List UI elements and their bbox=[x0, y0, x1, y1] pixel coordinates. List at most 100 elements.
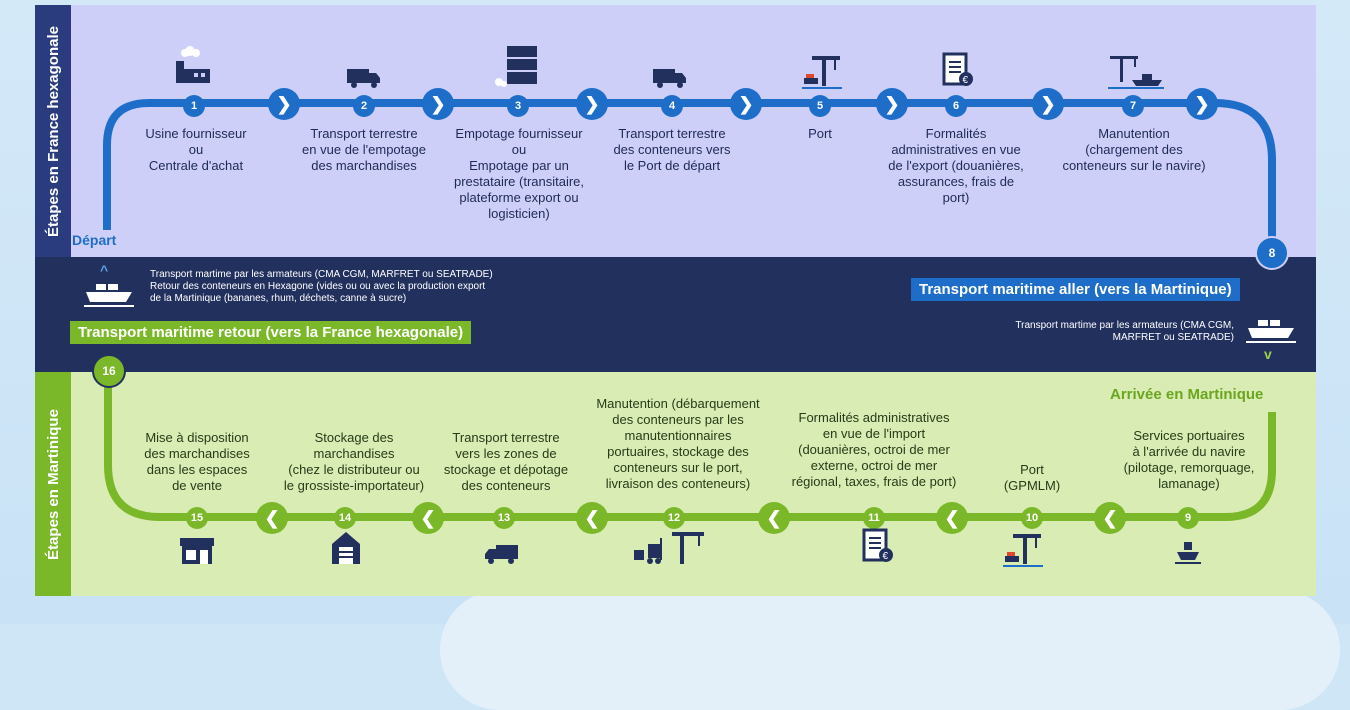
chevron-right-icon: ❯ bbox=[576, 88, 608, 120]
step-text-line: de l'export (douanières, bbox=[888, 158, 1024, 173]
step-text-line: assurances, frais de bbox=[897, 174, 1015, 189]
step-text-line: Centrale d'achat bbox=[148, 158, 244, 173]
maritime-band bbox=[35, 257, 1316, 372]
step-text-line: des conteneurs par les bbox=[612, 412, 744, 427]
step-12-number: 12 bbox=[663, 507, 685, 529]
retour-banner: Transport maritime retour (vers la Franc… bbox=[70, 321, 472, 344]
step-text-line: marchandises bbox=[313, 446, 395, 461]
port-crane-icon bbox=[802, 56, 842, 89]
factory-icon bbox=[176, 46, 210, 83]
step-12-text: Manutention (débarquement des conteneurs… bbox=[590, 396, 766, 492]
martinique-side-tab: Étapes en Martinique bbox=[35, 372, 71, 596]
truck-icon bbox=[485, 545, 518, 564]
chevron-down-icon: v bbox=[1264, 346, 1272, 362]
step-5-text: Port bbox=[780, 126, 860, 142]
step-text-line: des marchandises bbox=[144, 446, 250, 461]
step-text-line: administratives en vue bbox=[891, 142, 1021, 157]
step-text-line: prestataire (transitaire, bbox=[453, 174, 585, 189]
step-text-line: Port bbox=[1020, 462, 1044, 477]
step-4-text: Transport terrestre des conteneurs vers … bbox=[602, 126, 742, 174]
step-text-line: en vue de l'import bbox=[822, 426, 926, 441]
chevron-left-icon: ❮ bbox=[758, 502, 790, 534]
chevron-left-icon: ❮ bbox=[1094, 502, 1126, 534]
step-9-number: 9 bbox=[1177, 507, 1199, 529]
step-11-number: 11 bbox=[863, 507, 885, 529]
retour-line: Retour des conteneurs en Hexagone (vides… bbox=[150, 281, 486, 292]
step-5-number: 5 bbox=[809, 95, 831, 117]
aller-description: Transport martime par les armateurs (CMA… bbox=[988, 320, 1234, 344]
step-15-number: 15 bbox=[186, 507, 208, 529]
step-text-line: (pilotage, remorquage, bbox=[1123, 460, 1255, 475]
container-stack-icon bbox=[495, 46, 537, 87]
chevron-left-icon: ❮ bbox=[576, 502, 608, 534]
step-1-text: Usine fournisseur ou Centrale d'achat bbox=[136, 126, 256, 174]
step-text-line: vers les zones de bbox=[455, 446, 557, 461]
step-3-number: 3 bbox=[507, 95, 529, 117]
step-14-number: 14 bbox=[334, 507, 356, 529]
truck-icon bbox=[347, 69, 380, 88]
step-text-line: livraison des conteneurs) bbox=[605, 476, 751, 491]
step-4-number: 4 bbox=[661, 95, 683, 117]
chevron-left-icon: ❮ bbox=[256, 502, 288, 534]
step-text-line: (douanières, octroi de mer bbox=[798, 442, 950, 457]
step-13-number: 13 bbox=[493, 507, 515, 529]
forklift-crane-icon bbox=[634, 532, 704, 564]
step-text-line: port) bbox=[942, 190, 970, 205]
svg-text:€: € bbox=[883, 551, 889, 562]
step-text-line: stockage et dépotage bbox=[443, 462, 569, 477]
step-text-line: (chargement des bbox=[1085, 142, 1183, 157]
step-text-line: externe, octroi de mer bbox=[810, 458, 938, 473]
france-band bbox=[35, 5, 1316, 257]
step-text-line: lamanage) bbox=[1158, 476, 1220, 491]
step-7-number: 7 bbox=[1122, 95, 1144, 117]
step-text-line: régional, taxes, frais de port) bbox=[791, 474, 957, 489]
step-text-line: Usine fournisseur bbox=[145, 126, 247, 141]
retour-description: Transport martime par les armateurs (CMA… bbox=[150, 269, 493, 305]
step-11-text: Formalités administratives en vue de l'i… bbox=[784, 410, 964, 490]
ship-icon bbox=[1246, 320, 1296, 343]
ship-icon bbox=[1175, 542, 1201, 564]
martinique-band bbox=[35, 372, 1316, 596]
france-side-tab: Étapes en France hexagonale bbox=[35, 5, 71, 257]
step-text-line: Services portuaires bbox=[1133, 428, 1245, 443]
step-text-line: le Port de départ bbox=[623, 158, 721, 173]
step-15-text: Mise à disposition des marchandises dans… bbox=[124, 430, 270, 494]
aller-banner: Transport maritime aller (vers la Martin… bbox=[911, 278, 1240, 301]
chevron-right-icon: ❯ bbox=[1032, 88, 1064, 120]
step-6-number: 6 bbox=[945, 95, 967, 117]
crane-ship-icon bbox=[1108, 56, 1164, 89]
step-text-line: Transport terrestre bbox=[618, 126, 726, 141]
step-text-line: Formalités administratives bbox=[798, 410, 950, 425]
step-2-text: Transport terrestre en vue de l'empotage… bbox=[294, 126, 434, 174]
step-text-line: (chez le distributeur ou bbox=[288, 462, 420, 477]
arrivee-label: Arrivée en Martinique bbox=[1110, 386, 1264, 403]
step-text-line: des conteneurs bbox=[461, 478, 551, 493]
step-text-line: ou bbox=[188, 142, 204, 157]
chevron-up-icon: ^ bbox=[100, 262, 109, 278]
step-text-line: Mise à disposition bbox=[145, 430, 249, 445]
step-2-number: 2 bbox=[353, 95, 375, 117]
ship-icon bbox=[84, 284, 134, 307]
warehouse-icon bbox=[332, 532, 360, 564]
step-text-line: conteneurs sur le port, bbox=[613, 460, 743, 475]
step-text-line: Empotage fournisseur bbox=[455, 126, 583, 141]
step-text-line: Empotage par un bbox=[469, 158, 569, 173]
chevron-right-icon: ❯ bbox=[422, 88, 454, 120]
step-text-line: le grossiste-importateur) bbox=[283, 478, 425, 493]
step-3-text: Empotage fournisseur ou Empotage par un … bbox=[444, 126, 594, 222]
chevron-right-icon: ❯ bbox=[876, 88, 908, 120]
depart-label: Départ bbox=[72, 232, 117, 248]
step-text-line: Formalités bbox=[925, 126, 987, 141]
step-text-line: Manutention (débarquement bbox=[596, 396, 760, 411]
step-text-line: des marchandises bbox=[311, 158, 417, 173]
step-10-text: Port (GPMLM) bbox=[992, 462, 1072, 494]
step-text-line: portuaires, stockage des bbox=[607, 444, 749, 459]
step-text-line: des conteneurs vers bbox=[613, 142, 731, 157]
step-text-line: Transport terrestre bbox=[452, 430, 560, 445]
step-16-number: 16 bbox=[92, 354, 126, 388]
step-text-line: Stockage des bbox=[314, 430, 394, 445]
step-10-number: 10 bbox=[1021, 507, 1043, 529]
shop-icon bbox=[180, 538, 214, 564]
retour-line: de la Martinique (bananes, rhum, déchets… bbox=[150, 293, 407, 304]
step-text-line: en vue de l'empotage bbox=[302, 142, 426, 157]
